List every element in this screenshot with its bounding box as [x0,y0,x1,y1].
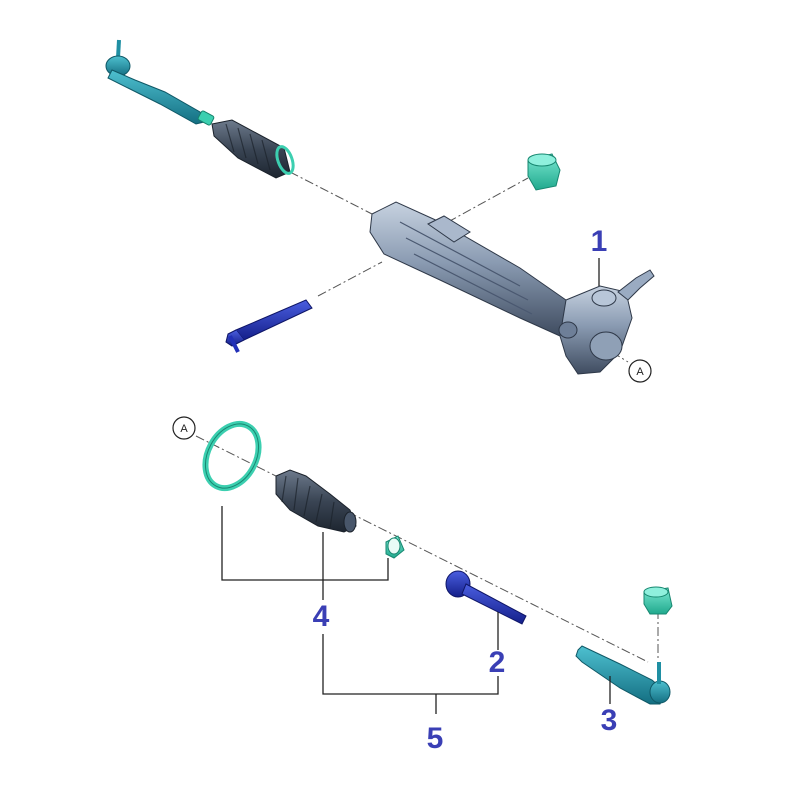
reference-label-a-bottom: A [180,423,188,435]
mount-bushing-top [527,153,561,191]
boot-clamp-ring [202,420,262,492]
upper-assembly: 1 A [105,39,655,383]
inner-tie-rod-bottom [445,570,527,625]
axis-line-bushing [447,177,529,223]
axis-line-lower [195,435,649,663]
axis-line-inner-rod [317,261,383,297]
callout-1: 1 [591,225,608,258]
reference-circle-a-bottom [172,416,196,440]
reference-label-a-top: A [636,366,644,378]
axis-line-main-top [289,171,373,215]
outer-tie-rod-end-bottom [575,645,671,705]
steering-rack-housing [369,201,655,375]
outer-tie-rod-end-top [105,39,215,126]
boot-top [211,119,295,179]
reference-circle-a-top [628,359,652,383]
boot-bottom [275,469,357,533]
callout-3: 3 [601,704,618,737]
mount-bushing-bottom [643,586,673,615]
lower-assembly: A [172,416,673,755]
callout-2: 2 [489,646,506,679]
leader-bracket-4 [221,506,389,581]
callout-5: 5 [427,722,444,755]
small-clamp-clip [385,535,405,559]
leader-bracket-5 [322,634,499,695]
inner-tie-rod-top [225,299,313,353]
callout-4: 4 [313,600,330,633]
